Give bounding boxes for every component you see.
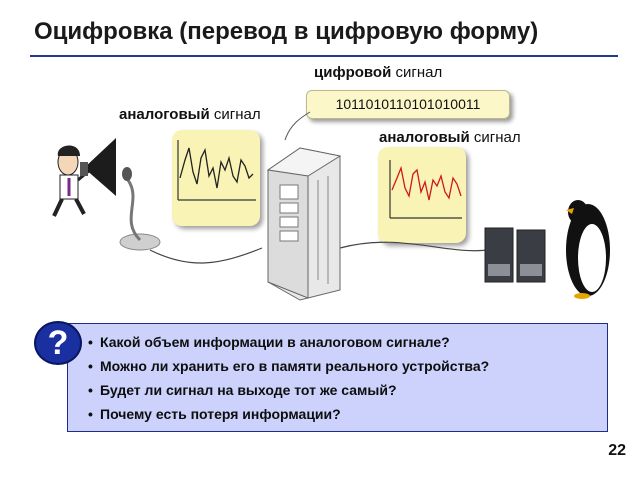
analog-output-chart (389, 160, 462, 219)
question-item: Будет ли сигнал на выходе тот же самый? (88, 378, 489, 402)
penguin-icon (566, 200, 610, 299)
question-mark-icon: ? (34, 321, 82, 365)
digital-value-box: 1011010110101010011 (306, 90, 510, 119)
analog-input-card (172, 130, 260, 226)
questions-panel: Какой объем информации в аналоговом сигн… (67, 323, 608, 432)
digital-signal-label: цифровой сигнал (314, 64, 443, 81)
question-item: Какой объем информации в аналоговом сигн… (88, 330, 489, 354)
slide-title: Оцифровка (перевод в цифровую форму) (34, 18, 539, 45)
question-item: Можно ли хранить его в памяти реального … (88, 354, 489, 378)
speaker-person-icon (52, 145, 91, 217)
input-cable (149, 247, 263, 264)
top-cable (284, 111, 311, 141)
page-number: 22 (608, 442, 626, 459)
question-item: Почему есть потеря информации? (88, 402, 489, 426)
megaphone-icon (80, 138, 116, 196)
title-underline (30, 55, 618, 57)
questions-list: Какой объем информации в аналоговом сигн… (88, 330, 489, 426)
server-icon (266, 147, 342, 301)
analog-input-chart (177, 140, 256, 201)
speakers-icon (484, 227, 546, 283)
analog-input-label: аналоговый сигнал (119, 106, 261, 123)
analog-output-label: аналоговый сигнал (379, 129, 521, 146)
microphone-icon (119, 167, 161, 251)
output-cable (339, 241, 489, 252)
analog-output-card (378, 147, 466, 243)
